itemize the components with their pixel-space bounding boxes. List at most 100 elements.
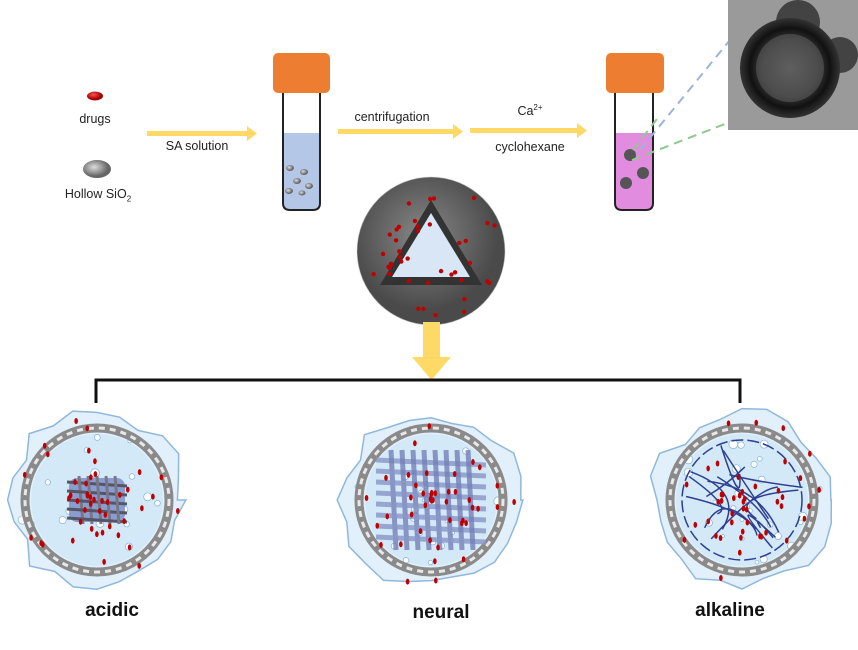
drug-dot [100,529,105,536]
drug-dot [476,505,480,512]
drug-dot [425,280,431,285]
drug-dot [463,238,469,244]
drug-dot [371,272,376,277]
drug-dot [393,238,399,243]
drug-dot [415,224,421,229]
zoom-line-blue [639,39,731,151]
alginate-fiber [454,449,465,551]
drug-dot [461,517,465,524]
drug-dot [46,451,50,458]
drug-dot [84,480,88,487]
drug-dot [137,469,142,476]
alginate-fiber [95,475,103,525]
drug-dot [387,232,392,237]
drug-dot [462,309,467,314]
alginate-fiber [706,466,746,498]
bubble [798,519,804,526]
silica-pores [357,426,505,574]
drug-dot [93,458,97,465]
drug-dot [416,306,421,311]
alginate-fiber [388,449,399,551]
drug-dot [776,487,781,494]
drug-dot [433,558,437,565]
drug-dot [140,505,144,512]
bubble [757,456,763,462]
drug-dot [446,488,451,495]
drug-dot [107,523,112,530]
arrow-centrifugation [338,124,463,139]
drug-dot [406,471,411,478]
drug-dot [453,488,458,495]
drug-dot [452,270,458,275]
drug-dot [730,510,734,517]
drug-dot [736,474,741,481]
drug-dot [457,240,462,246]
drug-dot [159,474,164,481]
alginate-fiber [720,445,741,489]
drug-dot [706,518,711,525]
alginate-fiber [707,480,780,533]
drug-dot [753,483,758,490]
drug-dot [745,519,750,526]
drug-dot [92,496,96,503]
drug-dot [88,493,93,500]
drug-dot [464,520,468,527]
alginate-fiber [756,520,774,539]
drug-dot [379,541,383,548]
bubble [712,499,718,505]
alginate-fiber [113,475,121,525]
drug-dot [471,195,477,201]
drug-dot [427,222,433,227]
drug-dot [74,417,78,424]
hydrogel-sphere-crosssection [356,176,506,326]
responsive-sphere-acidic [6,410,188,590]
drug-dot [780,494,785,501]
drug-dot [83,507,87,514]
drug-dot [495,482,500,489]
drug-dot [429,489,434,496]
drug-dot [779,503,784,510]
bracket [94,378,742,403]
bubble [750,460,758,468]
drug-dot [42,442,47,449]
drug-dot [102,558,106,565]
drug-dot [741,505,746,512]
ca-text: Ca [517,104,534,119]
bubble [728,439,739,450]
responsive-sphere-alkaline [649,407,833,590]
drug-icon [87,91,103,101]
drug-dot [471,459,475,466]
silica-pores [668,426,816,574]
drug-dot [740,488,745,495]
drug-dot [807,503,811,510]
drugs-label: drugs [79,112,111,126]
drug-dot [97,508,102,515]
drug-dot [22,471,27,478]
drug-dot [413,440,417,447]
step3-bottom-label: cyclohexane [495,140,565,154]
drug-dot [719,491,724,498]
drug-dot [412,218,418,224]
drug-dot [137,562,142,569]
alginate-fiber [690,471,730,530]
drug-dot [452,470,457,477]
drug-dot [85,492,90,499]
drug-dot [424,470,429,477]
drug-dot [387,265,392,271]
drug-dot [399,541,403,548]
drug-dot [409,494,413,501]
drug-dot [118,491,122,498]
drug-dot [719,574,723,581]
drug-dot [715,460,720,467]
bubble [44,479,51,486]
bubble [154,500,161,507]
drug-dot [418,528,423,535]
alginate-fiber [399,449,410,551]
drug-dot [737,549,742,556]
hollow-sio2-label: Hollow SiO2 [65,187,131,204]
hollow-sio2-subscript: 2 [126,194,132,204]
drug-dot [433,312,438,318]
drug-dot [783,458,787,465]
alginate-fiber [410,449,421,551]
condition-label-alkaline: alkaline [695,600,765,621]
